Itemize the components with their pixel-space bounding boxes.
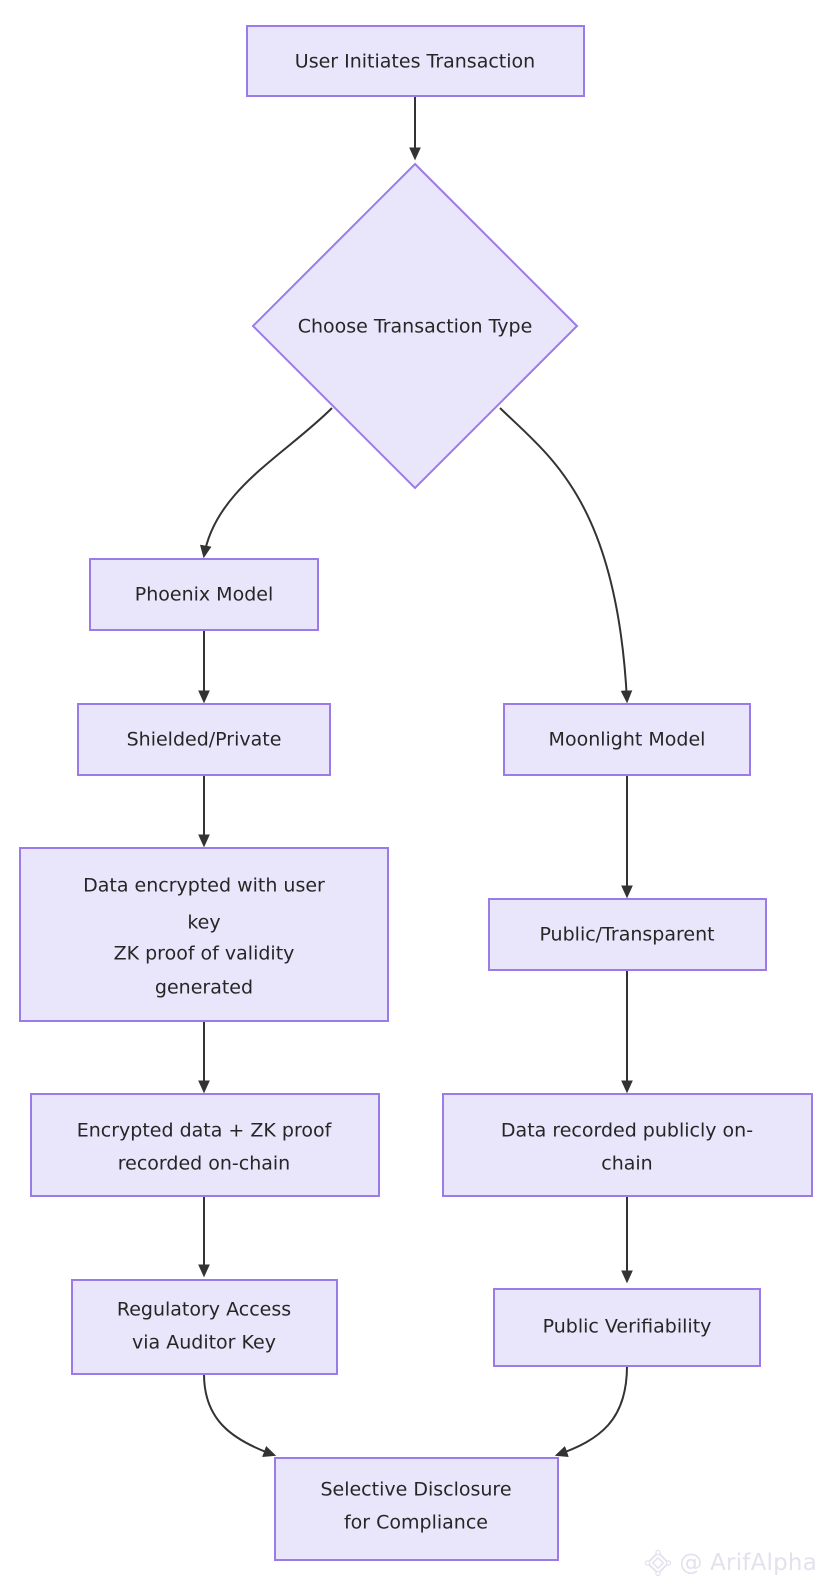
node-layer: User Initiates Transaction Choose Transa… (19, 25, 813, 1561)
node-onchain-label-line-1: Encrypted data + ZK proof (77, 1120, 333, 1142)
node-moonlight[interactable]: Moonlight Model (503, 703, 751, 776)
node-onchain-label-line-2: recorded on-chain (118, 1153, 290, 1175)
edge-regulatory-to-disclosure (203, 1373, 277, 1457)
node-decision-label: Choose Transaction Type (298, 316, 533, 338)
node-public[interactable]: Public/Transparent (488, 898, 767, 971)
node-verifiability[interactable]: Public Verifiability (493, 1288, 761, 1367)
node-encrypt-label-line-1: Data encrypted with user (83, 875, 325, 897)
node-onchain[interactable]: Encrypted data + ZK proof recorded on-ch… (30, 1093, 380, 1197)
node-encrypt-label-line-4: generated (155, 977, 253, 999)
edge-decision-to-moonlight (499, 407, 633, 704)
watermark: @ ArifAlpha (644, 1549, 817, 1577)
node-start-label: User Initiates Transaction (295, 51, 535, 73)
node-regulatory-label-line-1: Regulatory Access (117, 1299, 291, 1321)
node-regulatory-label-line-2: via Auditor Key (132, 1332, 276, 1354)
node-disclosure-label-line-2: for Compliance (344, 1512, 488, 1534)
node-verifiability-label: Public Verifiability (543, 1316, 712, 1338)
node-decision[interactable]: Choose Transaction Type (251, 162, 579, 490)
edge-layer (198, 96, 633, 1458)
node-phoenix[interactable]: Phoenix Model (89, 558, 319, 631)
node-regulatory[interactable]: Regulatory Access via Auditor Key (71, 1279, 338, 1375)
node-encrypt-label-line-3: ZK proof of validity (114, 943, 295, 965)
node-shielded[interactable]: Shielded/Private (77, 703, 331, 776)
node-moonlight-label: Moonlight Model (549, 729, 706, 751)
node-phoenix-label: Phoenix Model (135, 584, 273, 606)
node-encrypt[interactable]: Data encrypted with user key ZK proof of… (19, 847, 389, 1022)
node-publicrec[interactable]: Data recorded publicly on- chain (442, 1093, 813, 1197)
node-shielded-label: Shielded/Private (127, 729, 282, 751)
edge-verifiability-to-disclosure (554, 1365, 628, 1458)
node-disclosure[interactable]: Selective Disclosure for Compliance (274, 1457, 559, 1561)
node-start[interactable]: User Initiates Transaction (246, 25, 585, 97)
node-encrypt-label-line-2: key (187, 912, 220, 934)
watermark-handle: @ ArifAlpha (679, 1550, 817, 1576)
node-disclosure-label-line-1: Selective Disclosure (320, 1479, 511, 1501)
edge-decision-to-phoenix (199, 407, 333, 559)
node-publicrec-label-line-2: chain (601, 1153, 652, 1175)
diamond-logo-icon (645, 1549, 672, 1577)
node-publicrec-label-line-1: Data recorded publicly on- (501, 1120, 753, 1142)
node-public-label: Public/Transparent (539, 924, 714, 946)
